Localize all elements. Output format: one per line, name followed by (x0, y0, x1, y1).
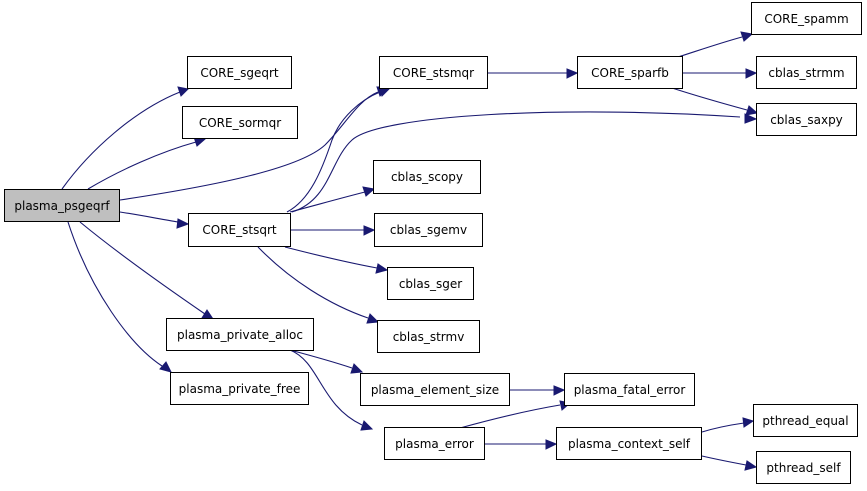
edge-psgeqrf-stsmqr (119, 91, 379, 201)
edge-stsqrt-sger (284, 246, 378, 269)
edge-psgeqrf-sgeqrt (61, 91, 181, 190)
edge-context-pthread-self (701, 455, 747, 466)
node-plasma-private-free[interactable]: plasma_private_free (170, 372, 309, 405)
edge-arrowhead (545, 439, 558, 450)
edge-arrowhead (177, 86, 190, 97)
node-plasma-psgeqrf: plasma_psgeqrf (4, 189, 120, 222)
edge-context-pthread-equal (701, 422, 745, 433)
node-core-sparfb[interactable]: CORE_sparfb (577, 56, 683, 89)
node-plasma-private-alloc[interactable]: plasma_private_alloc (166, 318, 314, 351)
edge-sparfb-spamm (674, 36, 743, 59)
edge-stsqrt-saxpy (291, 111, 741, 213)
edge-arrowhead (744, 113, 758, 124)
node-cblas-sger[interactable]: cblas_sger (387, 267, 474, 300)
node-cblas-scopy[interactable]: cblas_scopy (373, 160, 481, 194)
node-core-spamm[interactable]: CORE_spamm (751, 2, 862, 35)
edge-arrowhead (745, 105, 759, 116)
edge-arrowhead (363, 225, 376, 236)
edge-arrowhead (360, 420, 374, 431)
edge-alloc-error (289, 349, 363, 426)
node-plasma-error[interactable]: plasma_error (384, 427, 485, 460)
edge-arrowhead (566, 68, 579, 79)
edge-psgeqrf-private-alloc (79, 221, 206, 315)
node-core-stsqrt[interactable]: CORE_stsqrt (188, 213, 291, 247)
node-cblas-sgemv[interactable]: cblas_sgemv (374, 213, 483, 247)
edge-psgeqrf-sormqr (87, 141, 197, 190)
edge-error-fatal (459, 404, 561, 429)
edge-psgeqrf-private-free (67, 221, 163, 367)
edge-arrowhead (176, 218, 190, 229)
edge-stsqrt-strmv (257, 246, 369, 319)
node-pthread-equal[interactable]: pthread_equal (753, 404, 858, 437)
edge-stsqrt-stsmqr (286, 91, 381, 213)
node-core-sgeqrt[interactable]: CORE_sgeqrt (187, 56, 292, 89)
edge-alloc-element-size (289, 349, 353, 369)
edge-arrowhead (745, 68, 758, 79)
edge-arrowhead (366, 313, 380, 324)
edge-psgeqrf-stsqrt (119, 211, 179, 223)
edge-arrowhead (740, 31, 754, 42)
node-core-sormqr[interactable]: CORE_sormqr (182, 106, 298, 139)
edge-arrowhead (742, 417, 755, 428)
edge-arrowhead (350, 363, 364, 374)
node-cblas-saxpy[interactable]: cblas_saxpy (756, 103, 857, 136)
node-plasma-fatal-error[interactable]: plasma_fatal_error (564, 373, 695, 406)
edge-arrowhead (362, 186, 376, 197)
node-plasma-element-size[interactable]: plasma_element_size (360, 373, 510, 406)
edge-arrowhead (744, 460, 758, 471)
edge-stsqrt-scopy (289, 191, 366, 213)
node-plasma-context-self[interactable]: plasma_context_self (556, 427, 702, 460)
node-cblas-strmm[interactable]: cblas_strmm (756, 56, 857, 89)
edge-arrowhead (553, 385, 566, 396)
node-core-stsmqr[interactable]: CORE_stsmqr (379, 56, 488, 89)
node-cblas-strmv[interactable]: cblas_strmv (377, 320, 480, 353)
edge-arrowhead (375, 263, 389, 274)
edge-arrowhead (159, 361, 172, 373)
edge-sparfb-saxpy (671, 87, 748, 111)
node-pthread-self[interactable]: pthread_self (756, 451, 851, 484)
